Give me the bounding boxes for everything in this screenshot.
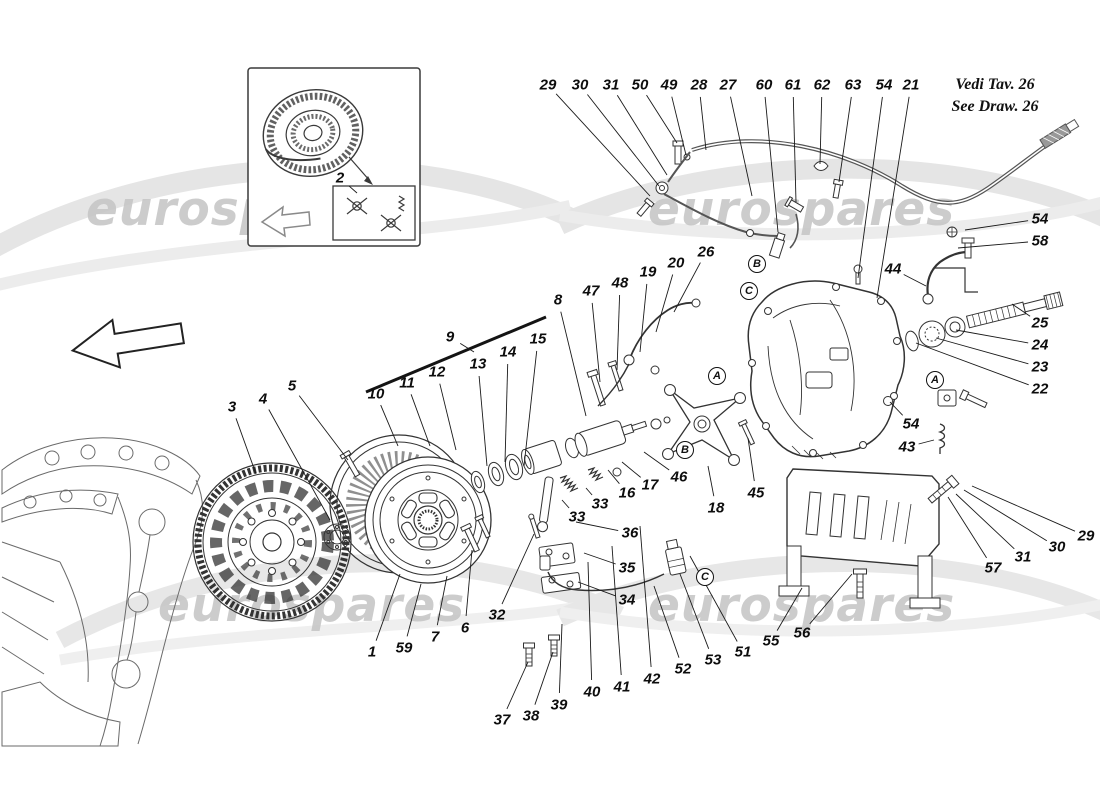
part-number-label: 11 <box>399 374 415 392</box>
part-number-label: 17 <box>641 476 659 494</box>
part-number-label: 25 <box>1031 314 1049 332</box>
part-number-label: 49 <box>660 76 678 94</box>
part-number-label: 36 <box>621 524 639 542</box>
part-number-label: 30 <box>571 76 589 94</box>
part-number-label: 59 <box>395 639 413 657</box>
part-number-label: 57 <box>984 559 1002 577</box>
connector-letter-label: B <box>748 255 766 273</box>
part-number-label: 12 <box>428 363 446 381</box>
part-number-label: 31 <box>1014 548 1032 566</box>
part-number-label: 8 <box>553 291 563 309</box>
reference-note-italian: Vedi Tav. 26 <box>955 76 1035 93</box>
part-number-label: 21 <box>902 76 920 94</box>
part-number-label: 20 <box>667 254 685 272</box>
part-number-label: 55 <box>762 632 780 650</box>
clutch-disc-drawing <box>329 434 492 584</box>
part-number-label: 63 <box>844 76 862 94</box>
clutch-fork-drawing <box>662 384 746 466</box>
part-number-label: 33 <box>591 495 609 513</box>
part-number-label: 10 <box>367 385 385 403</box>
part-number-label: 34 <box>618 591 636 609</box>
part-number-label: 18 <box>707 499 725 517</box>
breather-drawing <box>922 226 978 305</box>
connector-letter-label: A <box>708 367 726 385</box>
reference-note-english: See Draw. 26 <box>951 98 1039 115</box>
part-number-label: 4 <box>258 390 268 408</box>
part-number-label: 16 <box>618 484 636 502</box>
shim-ring-drawing <box>323 523 351 551</box>
part-number-label: 31 <box>602 76 620 94</box>
part-number-label: 5 <box>287 377 297 395</box>
watermark-text: eurospares <box>648 182 956 237</box>
shift-bracket-drawing <box>937 389 988 454</box>
part-number-label: 53 <box>704 651 722 669</box>
part-number-label: 44 <box>884 260 902 278</box>
part-number-label: 38 <box>522 707 540 725</box>
part-number-label: 50 <box>631 76 649 94</box>
part-number-label: 60 <box>755 76 773 94</box>
part-number-label: 24 <box>1031 336 1049 354</box>
part-number-label: 54 <box>875 76 893 94</box>
part-number-label: 29 <box>1077 527 1095 545</box>
part-number-label: 39 <box>550 696 568 714</box>
bleed-pipe-drawing <box>597 298 701 407</box>
gearbox-housing-drawing <box>737 264 906 460</box>
watermark-text: eurospares <box>648 578 956 633</box>
part-number-label: 14 <box>499 343 517 361</box>
part-number-label: 15 <box>529 330 547 348</box>
part-number-label: 37 <box>493 711 511 729</box>
part-number-label: 47 <box>582 282 600 300</box>
direction-arrow <box>70 318 186 369</box>
watermark-text: eurospares <box>158 578 466 633</box>
part-number-label: 41 <box>613 678 631 696</box>
part-number-label: 26 <box>697 243 715 261</box>
part-number-label: 3 <box>227 398 237 416</box>
part-number-label: 54 <box>902 415 920 433</box>
part-number-label: 46 <box>670 468 688 486</box>
part-number-label: 45 <box>747 484 765 502</box>
watermark-text: eurospares <box>86 182 394 237</box>
part-number-label: 48 <box>611 274 629 292</box>
part-number-label: 28 <box>690 76 708 94</box>
part-number-label: 27 <box>719 76 737 94</box>
part-number-label: 22 <box>1031 380 1049 398</box>
connector-letter-label: B <box>676 441 694 459</box>
part-number-label: 1 <box>367 643 377 661</box>
part-number-label: 29 <box>539 76 557 94</box>
axis-pointer-line <box>365 315 547 394</box>
part-number-label: 61 <box>784 76 802 94</box>
connector-letter-label: C <box>740 282 758 300</box>
part-number-label: 19 <box>639 263 657 281</box>
part-number-label: 30 <box>1048 538 1066 556</box>
part-number-label: 40 <box>583 683 601 701</box>
part-number-label: 51 <box>734 643 752 661</box>
part-number-label: 13 <box>469 355 487 373</box>
part-number-label: 62 <box>813 76 831 94</box>
connector-letter-label: A <box>926 371 944 389</box>
part-number-label: 43 <box>898 438 916 456</box>
part-number-label: 35 <box>618 559 636 577</box>
part-number-label: 23 <box>1031 358 1049 376</box>
input-shaft-drawing <box>905 291 1064 352</box>
part-number-label: 42 <box>643 670 661 688</box>
part-number-label: 58 <box>1031 232 1049 250</box>
part-number-label: 33 <box>568 508 586 526</box>
part-number-label: 52 <box>674 660 692 678</box>
part-number-label: 9 <box>445 328 455 346</box>
part-number-label: 32 <box>488 606 506 624</box>
part-number-label: 54 <box>1031 210 1049 228</box>
